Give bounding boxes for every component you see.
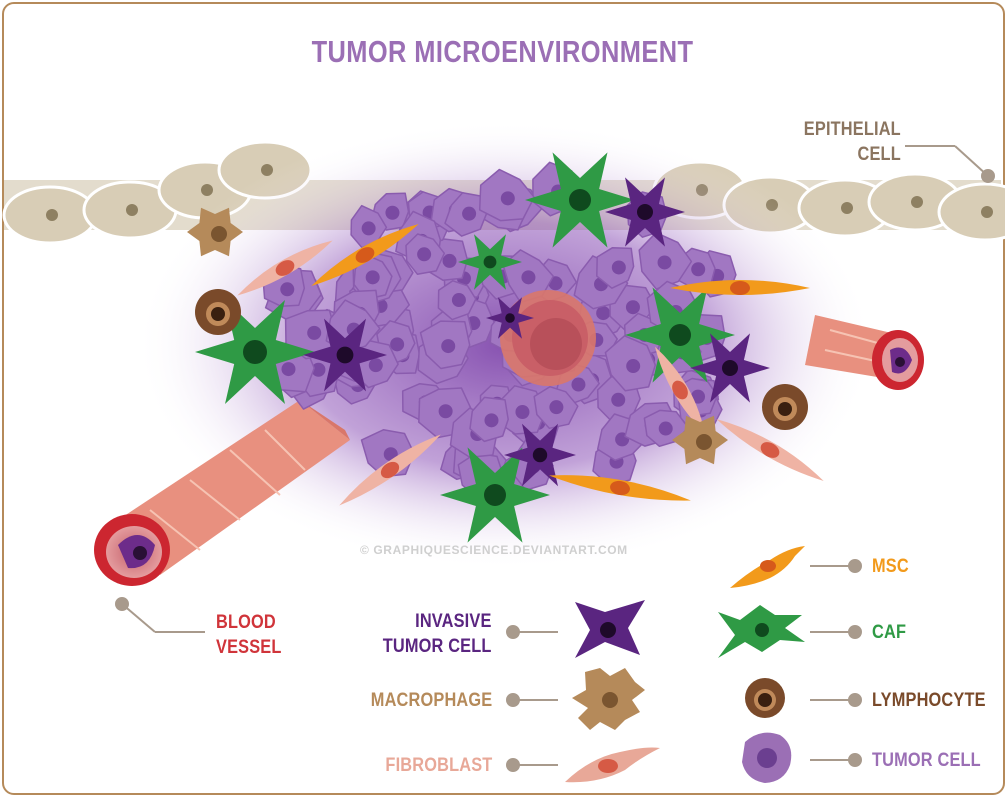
legend-tumor-cell-icon [742,732,792,783]
label-fibroblast: FIBROBLAST [384,755,492,776]
label-invasive-line1: INVASIVE [415,611,492,632]
label-msc: MSC [872,556,909,577]
label-invasive-tumor-cell: INVASIVE TUMOR CELL [383,609,492,659]
label-blood-vessel-line1: BLOOD [216,612,276,633]
watermark: © GRAPHIQUESCIENCE.DEVIANTART.COM [360,543,628,557]
label-tumor-cell: TUMOR CELL [872,750,981,771]
diagram-title: TUMOR MICROENVIRONMENT [311,34,694,69]
legend-macrophage-icon [572,668,645,730]
blood-vessel-right [805,315,924,390]
legend-msc-icon [730,546,805,588]
label-epithelial-line2: CELL [857,144,901,165]
legend-invasive-tumor-cell-icon [575,600,645,658]
label-blood-vessel-line2: VESSEL [216,637,282,658]
label-epithelial-line1: EPITHELIAL [803,119,901,140]
label-epithelial-cell: EPITHELIAL CELL [804,117,901,167]
legend-caf-icon [718,605,805,658]
label-macrophage: MACROPHAGE [370,690,492,711]
central-capillary [500,290,596,386]
label-connectors [115,145,995,772]
label-blood-vessel: BLOOD VESSEL [216,610,282,660]
label-lymphocyte: LYMPHOCYTE [872,690,986,711]
label-caf: CAF [872,622,907,643]
label-invasive-line2: TUMOR CELL [383,636,492,657]
legend-lymphocyte-icon [745,678,785,718]
blood-vessel-left [94,400,350,586]
legend-fibroblast-icon [565,747,660,783]
